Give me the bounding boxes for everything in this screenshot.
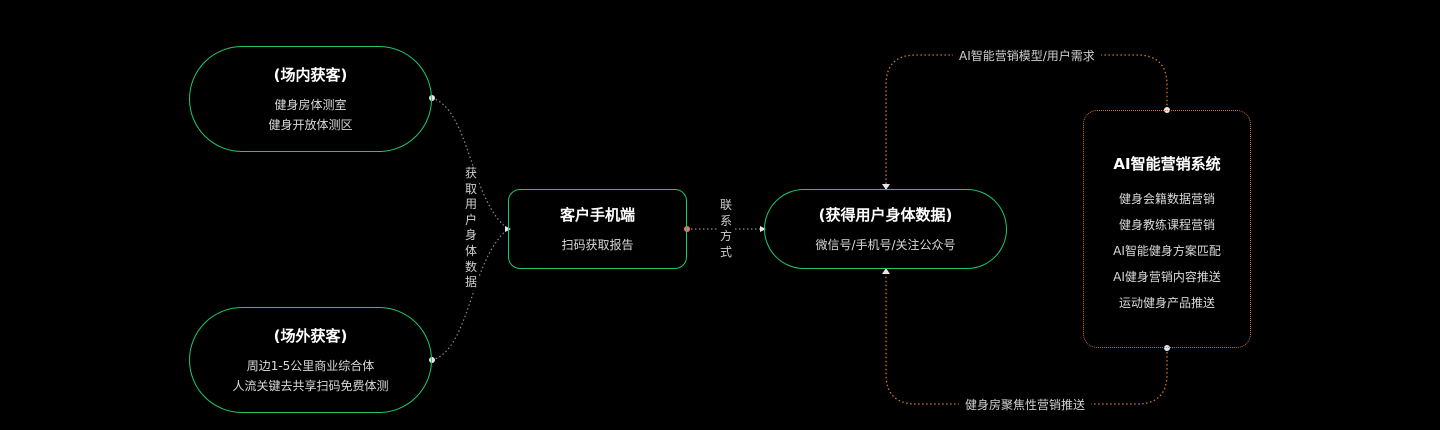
label-acquire-char-8: 据 [464,275,477,290]
label-contact: 联 系 方 式 [718,198,734,261]
node-offsite-line-2: 人流关键去共享扫码免费体测 [232,378,389,393]
node-offsite-line-1: 周边1-5公里商业综合体 [246,358,375,373]
label-acquire-body-data: 获 取 用 户 身 体 数 据 [463,166,479,291]
label-acquire-char-3: 用 [464,197,477,212]
node-phone: 客户手机端 扫码获取报告 [508,189,687,269]
label-contact-char-1: 联 [719,198,732,212]
loop-top [885,54,1168,188]
node-ai-system-line-3: AI智能健身方案匹配 [1113,244,1221,258]
label-acquire-char-7: 数 [464,259,477,274]
node-bodydata-line-1: 微信号/手机号/关注公众号 [815,237,956,252]
label-bottom-loop: 健身房聚焦性营销推送 [959,396,1092,413]
node-bodydata: (获得用户身体数据) 微信号/手机号/关注公众号 [764,189,1007,269]
label-contact-char-2: 系 [719,213,732,228]
dot-system-bottom [1164,345,1170,351]
node-offsite: (场外获客) 周边1-5公里商业综合体 人流关键去共享扫码免费体测 [189,307,432,413]
node-onsite-line-2: 健身开放体测区 [268,117,353,132]
node-onsite-title: (场内获客) [273,65,348,84]
node-ai-system-title: AI智能营销系统 [1113,155,1221,173]
label-acquire-char-4: 户 [464,212,477,227]
arrow-into-bodydata-bottom [882,268,890,274]
node-offsite-title: (场外获客) [273,326,348,345]
dot-phone-out [684,226,690,232]
label-acquire-char-5: 身 [464,228,477,243]
node-phone-line-1: 扫码获取报告 [561,237,634,252]
label-top-loop: AI智能营销模型/用户需求 [953,47,1101,64]
label-acquire-char-1: 获 [464,166,477,180]
connector-onsite-to-phone [431,97,509,230]
node-phone-title: 客户手机端 [559,205,635,224]
label-contact-char-3: 方 [719,229,732,244]
node-onsite-line-1: 健身房体测室 [274,97,347,112]
node-onsite: (场内获客) 健身房体测室 健身开放体测区 [189,46,432,152]
node-bodydata-title: (获得用户身体数据) [818,205,953,224]
node-ai-system-line-2: 健身教练课程营销 [1118,218,1215,232]
node-ai-system-line-5: 运动健身产品推送 [1118,296,1215,310]
arrow-into-bodydata-left [760,226,766,232]
connector-offsite-to-phone [431,228,509,361]
label-contact-char-4: 式 [719,244,732,259]
arrow-into-bodydata-top [882,184,890,190]
label-acquire-char-6: 体 [464,243,477,258]
node-ai-system-line-1: 健身会籍数据营销 [1118,192,1215,206]
node-ai-system: AI智能营销系统 健身会籍数据营销 健身教练课程营销 AI智能健身方案匹配 AI… [1083,110,1251,348]
node-ai-system-line-4: AI健身营销内容推送 [1113,270,1221,284]
label-acquire-char-2: 取 [464,181,477,196]
